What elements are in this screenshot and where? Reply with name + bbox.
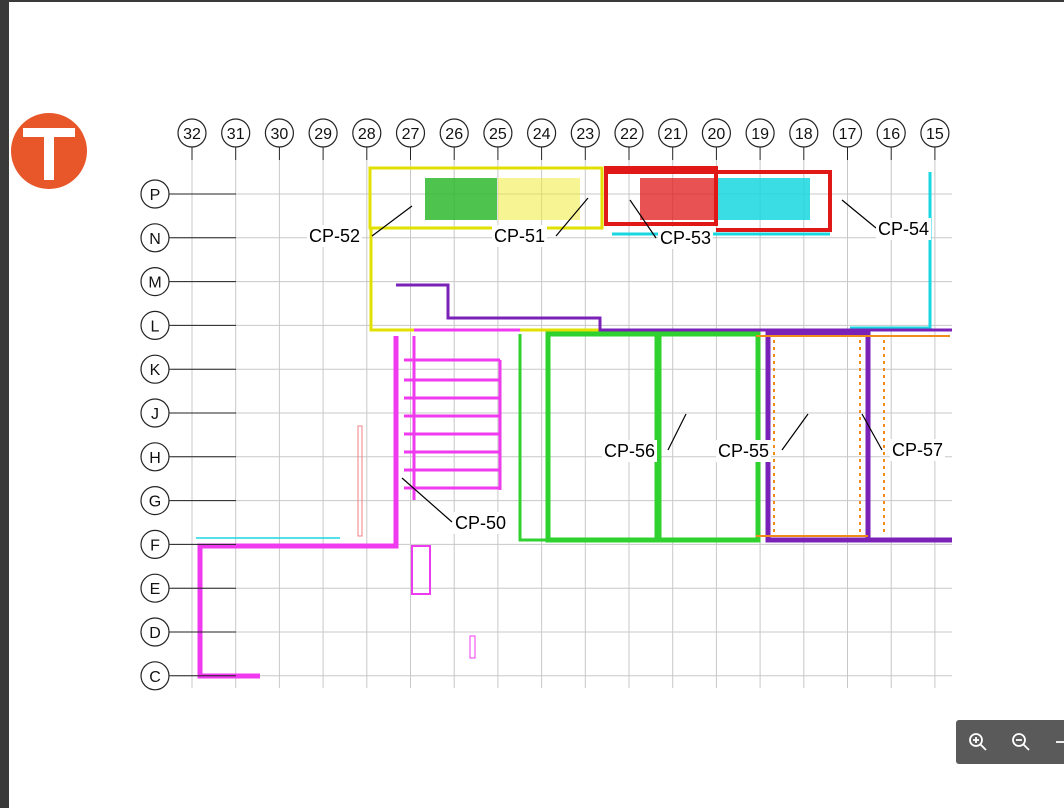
row-label: M bbox=[148, 275, 161, 292]
system-magenta-stub bbox=[411, 545, 431, 595]
magenta-outline bbox=[469, 635, 476, 659]
column-label: 22 bbox=[620, 126, 638, 143]
callout-label: CP-53 bbox=[660, 228, 711, 248]
column-label: 15 bbox=[926, 126, 944, 143]
column-bubble: 15 bbox=[920, 118, 950, 160]
column-label: 24 bbox=[533, 126, 551, 143]
zoom-out-icon[interactable] bbox=[1009, 730, 1033, 754]
system-purple-zone bbox=[765, 331, 871, 543]
row-label: K bbox=[150, 362, 161, 379]
column-bubble: 30 bbox=[264, 118, 294, 160]
callout-label: CP-52 bbox=[309, 226, 360, 246]
column-label: 29 bbox=[314, 126, 332, 143]
row-label: L bbox=[151, 318, 160, 335]
column-bubble: 26 bbox=[439, 118, 469, 160]
row-label: C bbox=[149, 669, 161, 686]
row-bubble: J bbox=[140, 398, 236, 428]
column-bubble: 25 bbox=[483, 118, 513, 160]
system-green-top bbox=[425, 178, 497, 220]
more-icon[interactable] bbox=[1052, 730, 1064, 754]
row-bubble: P bbox=[140, 179, 236, 209]
left-border bbox=[0, 0, 9, 808]
column-bubble: 32 bbox=[177, 118, 207, 160]
column-bubble: 23 bbox=[570, 118, 600, 160]
column-grid-bubbles: 32 31 30 29 28 27 26 25 24 23 22 21 20 19 18 17 16 15 bbox=[177, 118, 950, 160]
grid-lines bbox=[172, 160, 952, 688]
company-logo bbox=[11, 113, 87, 189]
column-label: 23 bbox=[576, 126, 594, 143]
column-label: 28 bbox=[358, 126, 376, 143]
row-bubble: M bbox=[140, 267, 236, 297]
column-label: 18 bbox=[795, 126, 813, 143]
zoom-toolbar bbox=[956, 720, 1064, 764]
system-yellow-fill bbox=[498, 178, 580, 220]
row-bubble: N bbox=[140, 223, 236, 253]
zoom-in-icon[interactable] bbox=[966, 730, 990, 754]
system-cyan-fill bbox=[718, 178, 810, 220]
system-orange-run bbox=[756, 335, 950, 537]
column-bubble: 19 bbox=[745, 118, 775, 160]
row-label: G bbox=[149, 494, 161, 511]
system-yellow-riser bbox=[369, 228, 600, 332]
column-bubble: 31 bbox=[221, 118, 251, 160]
column-bubble: 18 bbox=[789, 118, 819, 160]
column-label: 19 bbox=[751, 126, 769, 143]
row-label: F bbox=[150, 537, 160, 554]
column-label: 32 bbox=[183, 126, 201, 143]
callout-label: CP-55 bbox=[718, 441, 769, 461]
column-label: 30 bbox=[271, 126, 289, 143]
system-red-run bbox=[606, 170, 832, 232]
column-bubble: 24 bbox=[526, 118, 557, 160]
column-label: 31 bbox=[227, 126, 245, 143]
system-magenta-branches bbox=[404, 336, 502, 500]
column-label: 16 bbox=[882, 126, 900, 143]
callout-label: CP-57 bbox=[892, 440, 943, 460]
system-purple-right bbox=[865, 334, 952, 543]
callout-label: CP-50 bbox=[455, 513, 506, 533]
column-label: 27 bbox=[402, 126, 420, 143]
column-label: 25 bbox=[489, 126, 507, 143]
row-bubble: C bbox=[140, 661, 236, 691]
system-green-branch-2 bbox=[518, 334, 548, 542]
row-bubble: D bbox=[140, 617, 236, 647]
column-bubble: 20 bbox=[701, 118, 732, 160]
callout-leaders bbox=[371, 197, 883, 523]
row-label: N bbox=[149, 231, 161, 248]
system-yellow-zone bbox=[368, 166, 604, 230]
row-label: E bbox=[150, 581, 161, 598]
column-bubble: 21 bbox=[658, 118, 688, 160]
row-bubble: E bbox=[140, 573, 236, 603]
column-label: 26 bbox=[445, 126, 463, 143]
pink-outline bbox=[357, 425, 363, 537]
column-bubble: 28 bbox=[352, 118, 382, 160]
row-bubble: L bbox=[140, 310, 236, 340]
column-bubble: 22 bbox=[614, 118, 644, 160]
row-label: H bbox=[149, 450, 161, 467]
top-border bbox=[0, 0, 1064, 2]
row-bubble: K bbox=[140, 354, 236, 384]
row-bubble: G bbox=[140, 486, 236, 516]
callout-label: CP-51 bbox=[494, 226, 545, 246]
column-bubble: 16 bbox=[876, 118, 906, 160]
column-bubble: 27 bbox=[395, 118, 426, 160]
row-label: P bbox=[150, 187, 161, 204]
row-label: D bbox=[149, 625, 161, 642]
column-label: 21 bbox=[664, 126, 682, 143]
system-red-fill bbox=[640, 178, 716, 220]
callout-label: CP-54 bbox=[878, 219, 929, 239]
column-bubble: 17 bbox=[832, 118, 863, 160]
row-grid-bubbles: P N M L K J H G F E D C bbox=[140, 179, 236, 691]
callout-label: CP-56 bbox=[604, 441, 655, 461]
system-purple-main bbox=[396, 283, 952, 332]
column-label: 17 bbox=[839, 126, 857, 143]
row-bubble: F bbox=[140, 529, 236, 560]
row-label: J bbox=[151, 406, 159, 423]
row-bubble: H bbox=[140, 442, 236, 472]
column-label: 20 bbox=[708, 126, 726, 143]
system-green-zone bbox=[545, 331, 761, 543]
column-bubble: 29 bbox=[308, 118, 338, 160]
